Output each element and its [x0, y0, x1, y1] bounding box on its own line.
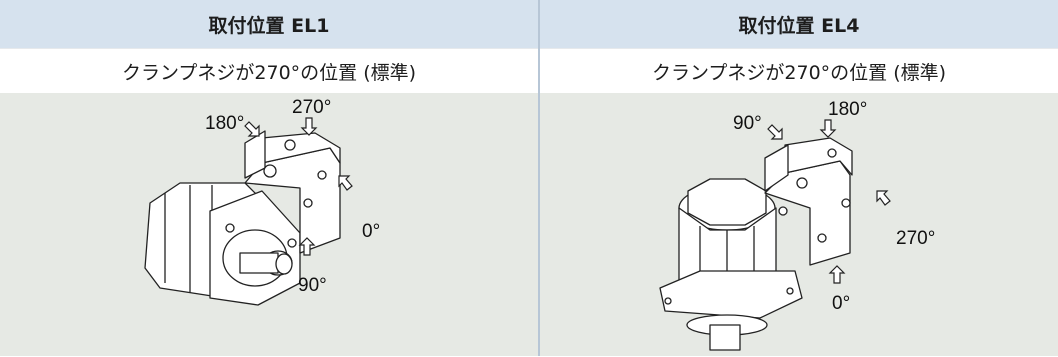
angle-label-left: 90°: [733, 113, 762, 134]
angle-label-bottom: 90°: [298, 275, 327, 296]
gearbox-illustration-el1: 270° 180° 0° 90°: [0, 93, 538, 356]
gearbox-illustration-el4: 180° 90° 270° 0°: [540, 93, 1058, 356]
column-title: 取付位置 EL4: [540, 0, 1058, 48]
gearbox-drawing: [659, 119, 891, 351]
angle-label-bottom: 0°: [832, 293, 851, 314]
column-subtitle: クランプネジが270°の位置 (標準): [0, 48, 538, 93]
column-el4: 取付位置 EL4 クランプネジが270°の位置 (標準): [540, 0, 1058, 356]
angle-label-top: 270°: [292, 97, 332, 118]
angle-label-top: 180°: [828, 99, 868, 120]
angle-label-right: 270°: [896, 228, 936, 249]
column-title: 取付位置 EL1: [0, 0, 538, 48]
column-el1: 取付位置 EL1 クランプネジが270°の位置 (標準): [0, 0, 540, 356]
column-subtitle: クランプネジが270°の位置 (標準): [540, 48, 1058, 93]
angle-label-right: 0°: [362, 221, 381, 242]
angle-label-left: 180°: [205, 113, 245, 134]
gearbox-drawing: [144, 117, 353, 306]
